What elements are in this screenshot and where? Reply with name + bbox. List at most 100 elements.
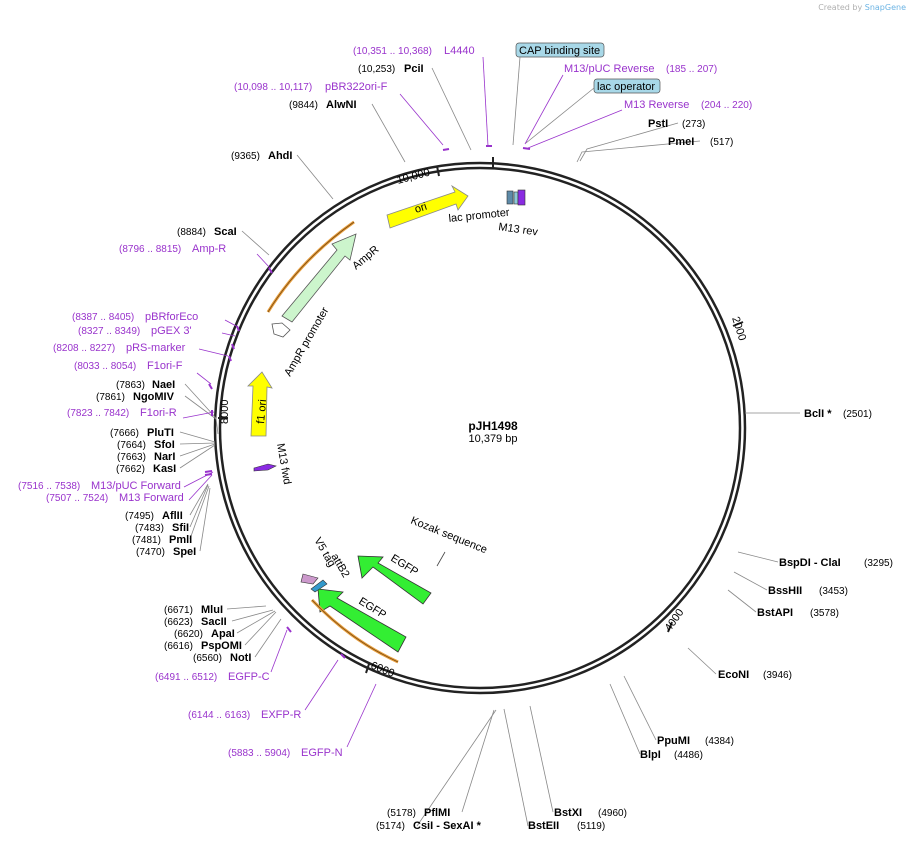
svg-text:V5 tag: V5 tag [311, 536, 337, 570]
svg-text:L4440: L4440 [444, 45, 475, 57]
svg-text:(8387 .. 8405): (8387 .. 8405) [72, 312, 134, 323]
tick-marks [218, 157, 744, 674]
svg-text:lac operator: lac operator [597, 81, 655, 93]
svg-text:(5174): (5174) [376, 821, 405, 832]
svg-text:(5883 .. 5904): (5883 .. 5904) [228, 748, 290, 759]
svg-text:(6144 .. 6163): (6144 .. 6163) [188, 710, 250, 721]
feature-ampr: AmpR [281, 233, 381, 323]
svg-text:(3295): (3295) [864, 558, 893, 569]
feature-f1-ori: f1 ori [247, 371, 273, 437]
svg-text:NotI: NotI [230, 652, 251, 664]
leader-lines [179, 67, 800, 827]
svg-text:(2501): (2501) [843, 409, 872, 420]
svg-text:(8327 .. 8349): (8327 .. 8349) [78, 326, 140, 337]
svg-text:ApaI: ApaI [211, 628, 235, 640]
svg-text:(517): (517) [710, 137, 733, 148]
svg-text:(8796 .. 8815): (8796 .. 8815) [119, 244, 181, 255]
svg-text:(7663): (7663) [117, 452, 146, 463]
svg-text:(3578): (3578) [810, 608, 839, 619]
svg-text:CsiI - SexAI *: CsiI - SexAI * [413, 820, 482, 832]
svg-text:BstAPI: BstAPI [757, 607, 793, 619]
svg-text:(10,253): (10,253) [358, 64, 395, 75]
svg-text:BstEII: BstEII [528, 820, 559, 832]
svg-text:M13/pUC Reverse: M13/pUC Reverse [564, 63, 654, 75]
svg-text:(7861): (7861) [96, 392, 125, 403]
svg-text:PmeI: PmeI [668, 136, 694, 148]
svg-text:SpeI: SpeI [173, 546, 196, 558]
svg-text:(10,351 .. 10,368): (10,351 .. 10,368) [353, 46, 432, 57]
svg-text:pRS-marker: pRS-marker [126, 342, 186, 354]
svg-text:NgoMIV: NgoMIV [133, 391, 175, 403]
svg-text:MluI: MluI [201, 604, 223, 616]
svg-text:(7823 .. 7842): (7823 .. 7842) [67, 408, 129, 419]
tick-label-10000: 10,000 [396, 167, 432, 187]
feature-ori: ori [386, 184, 469, 229]
svg-text:(6620): (6620) [174, 629, 203, 640]
svg-text:PstI: PstI [648, 118, 668, 130]
svg-text:M13 fwd: M13 fwd [274, 442, 293, 485]
primer-leader-lines [182, 56, 623, 748]
snapgene-logo: SnapGene [864, 3, 906, 12]
svg-text:(9844): (9844) [289, 100, 318, 111]
restriction-site-labels: (10,253) PciI (9844) AlwNI PstI (273) Pm… [96, 63, 893, 832]
backbone-outer [213, 161, 747, 695]
svg-text:EcoNI: EcoNI [718, 669, 749, 681]
feature-kozak: Kozak sequence [409, 515, 489, 567]
svg-text:(3453): (3453) [819, 586, 848, 597]
svg-text:(7664): (7664) [117, 440, 146, 451]
svg-text:EGFP-N: EGFP-N [301, 747, 343, 759]
svg-text:AflII: AflII [162, 510, 183, 522]
svg-text:(7516 .. 7538): (7516 .. 7538) [18, 481, 80, 492]
svg-text:(7507 .. 7524): (7507 .. 7524) [46, 493, 108, 504]
svg-text:PspOMI: PspOMI [201, 640, 242, 652]
snapgene-watermark: Created by SnapGene [818, 3, 906, 12]
svg-text:(6491 .. 6512): (6491 .. 6512) [155, 672, 217, 683]
svg-text:M13 Forward: M13 Forward [119, 492, 184, 504]
svg-text:(204 .. 220): (204 .. 220) [701, 100, 752, 111]
ampr-orange-track-core [267, 221, 355, 313]
svg-text:M13/pUC Forward: M13/pUC Forward [91, 480, 181, 492]
svg-text:pBRforEco: pBRforEco [145, 311, 198, 323]
cap-binding-site-box: CAP binding site [512, 42, 605, 146]
svg-text:(185 .. 207): (185 .. 207) [666, 64, 717, 75]
svg-text:BlpI: BlpI [640, 749, 661, 761]
svg-text:AlwNI: AlwNI [326, 99, 357, 111]
svg-text:AmpR: AmpR [350, 243, 381, 272]
svg-text:Kozak sequence: Kozak sequence [409, 515, 489, 557]
tick-label-8000: 8000 [219, 400, 231, 424]
feature-egfp-upper: EGFP [357, 552, 432, 605]
svg-text:PmlI: PmlI [169, 534, 192, 546]
svg-text:(6560): (6560) [193, 653, 222, 664]
svg-text:(8033 .. 8054): (8033 .. 8054) [74, 361, 136, 372]
lac-feature-blocks [506, 189, 526, 206]
svg-text:(3946): (3946) [763, 670, 792, 681]
feature-ampr-promoter: AmpR promoter [271, 305, 332, 379]
svg-text:EGFP-C: EGFP-C [228, 671, 270, 683]
svg-text:NarI: NarI [154, 451, 175, 463]
egfp-orange-track-core [311, 599, 399, 663]
lac-operator-box: lac operator [525, 78, 661, 144]
svg-text:(273): (273) [682, 119, 705, 130]
feature-m13-rev: M13 rev [498, 221, 540, 238]
svg-text:SfiI: SfiI [172, 522, 189, 534]
svg-text:BclI *: BclI * [804, 408, 832, 420]
svg-text:(10,098 .. 10,117): (10,098 .. 10,117) [234, 82, 312, 93]
svg-text:(7481): (7481) [132, 535, 161, 546]
tick-label-2000: 2000 [729, 315, 748, 342]
svg-text:BssHII: BssHII [768, 585, 802, 597]
svg-text:(5119): (5119) [577, 821, 605, 832]
svg-text:PflMI: PflMI [424, 807, 450, 819]
svg-text:(7662): (7662) [116, 464, 145, 475]
svg-text:pBR322ori-F: pBR322ori-F [325, 81, 388, 93]
svg-text:PluTI: PluTI [147, 427, 174, 439]
svg-text:(5178): (5178) [387, 808, 416, 819]
svg-text:CAP binding site: CAP binding site [519, 45, 600, 57]
svg-text:(7863): (7863) [116, 380, 145, 391]
svg-text:(6616): (6616) [164, 641, 193, 652]
svg-text:(6671): (6671) [164, 605, 193, 616]
plasmid-name: pJH1498 [468, 419, 518, 433]
svg-text:(4960): (4960) [598, 808, 627, 819]
primer-labels: (10,351 .. 10,368) L4440 (10,098 .. 10,1… [18, 45, 752, 759]
svg-text:(7470): (7470) [136, 547, 165, 558]
